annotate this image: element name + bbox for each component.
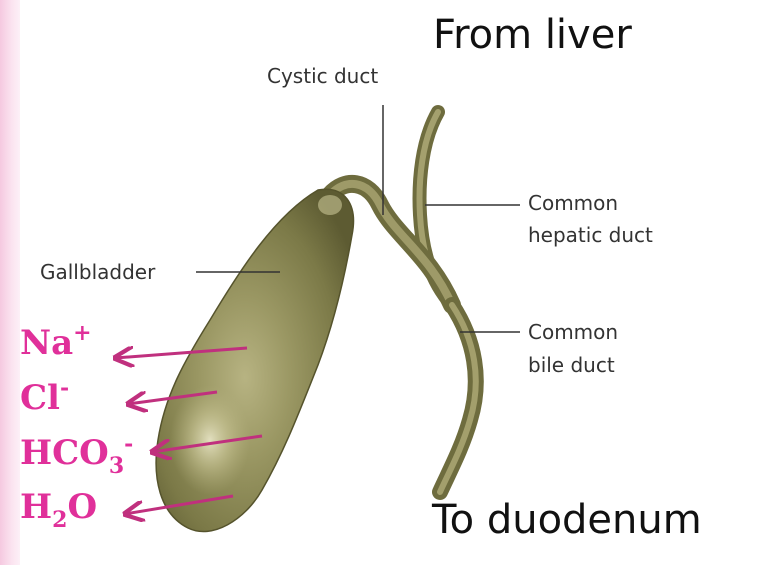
common-bile-label-line1: Common [528,320,618,344]
h2o-molecule: H2O [20,487,97,533]
na-ion: Na+ [20,320,92,363]
cl-ion: Cl- [20,375,69,418]
from-liver-title: From liver [433,12,632,58]
hco3-ion: HCO3- [20,431,133,479]
to-duodenum-title: To duodenum [431,497,702,543]
common-bile-duct [440,305,476,492]
cystic-duct-label: Cystic duct [267,64,378,88]
common-bile-label-line2: bile duct [528,353,615,377]
gallbladder-label: Gallbladder [40,260,156,284]
common-hepatic-label-line1: Common [528,191,618,215]
common-hepatic-label-line2: hepatic duct [528,223,653,247]
